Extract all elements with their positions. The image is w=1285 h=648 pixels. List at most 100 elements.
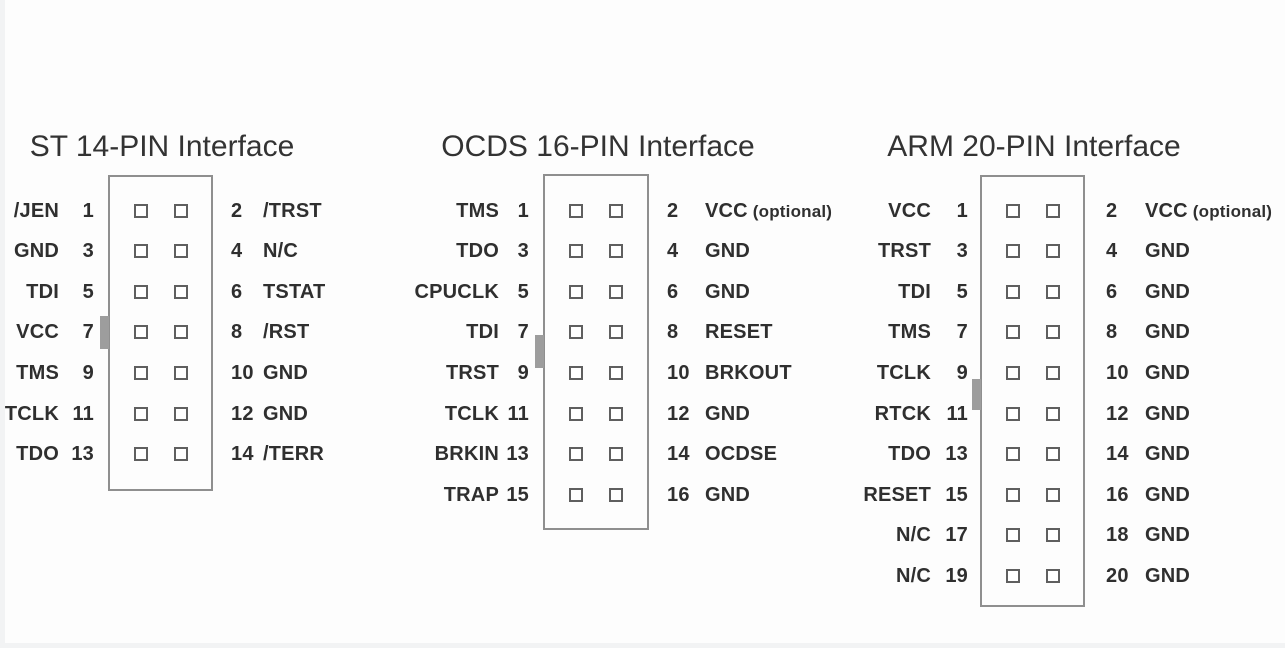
pin-square-right <box>1046 406 1060 421</box>
pin-square-right <box>1046 325 1060 340</box>
pin-row-15-16: TRAP 15 16 GND <box>0 475 1285 515</box>
pin-name-left: N/C <box>895 524 931 547</box>
pin-name-left: TRST <box>877 240 931 263</box>
pin-square-left <box>1006 487 1020 502</box>
pin-number-right: 10 <box>231 361 254 384</box>
pin-name-right: GND <box>705 483 751 506</box>
pin-name-left: BRKIN <box>434 443 499 466</box>
pin-name-left: TCLK <box>876 361 931 384</box>
pin-number-left: 19 <box>945 564 968 587</box>
pin-name-suffix: (optional) <box>1187 201 1273 221</box>
pin-name-left: /JEN <box>13 199 59 222</box>
connector-outline-arm20 <box>971 175 1085 607</box>
pin-name-left: TRAP <box>443 483 499 506</box>
pin-number-right: 10 <box>667 361 690 384</box>
pin-name-left: VCC <box>16 321 59 344</box>
pin-number-left: 9 <box>517 361 529 384</box>
pin-name-left: VCC <box>888 199 931 222</box>
pin-square-right <box>1046 284 1060 299</box>
pin-number-right: 6 <box>667 280 679 303</box>
pin-number-right: 16 <box>667 483 690 506</box>
pin-name-left: TDO <box>456 240 499 263</box>
pin-square-right <box>1046 568 1060 583</box>
pin-name-right: GND <box>705 240 751 263</box>
pin-number-left: 3 <box>517 240 529 263</box>
pin-square-left <box>1006 284 1020 299</box>
pin-square-right <box>174 365 188 380</box>
polarity-notch-icon <box>99 316 109 349</box>
pin-number-right: 8 <box>231 321 243 344</box>
pin-name-left: TMS <box>16 361 59 384</box>
pin-number-right: 2 <box>667 199 679 222</box>
pin-number-left: 17 <box>945 524 968 547</box>
pin-row-7-8: TDI 7 8 RESET <box>0 312 1285 352</box>
pin-number-left: 1 <box>956 199 968 222</box>
pin-square-right <box>609 447 623 462</box>
pin-number-left: 15 <box>506 483 529 506</box>
pin-square-right <box>1046 244 1060 259</box>
pin-name-right: GND <box>1145 483 1191 506</box>
pin-name-right: GND <box>1145 361 1191 384</box>
pin-name-left: TDI <box>466 321 499 344</box>
pin-name-suffix: (optional) <box>747 201 833 221</box>
pin-number-right: 14 <box>231 443 254 466</box>
pin-number-left: 5 <box>956 280 968 303</box>
pin-name-right: BRKOUT <box>705 361 792 384</box>
pin-number-left: 9 <box>956 361 968 384</box>
pin-number-right: 12 <box>1106 402 1129 425</box>
pin-square-right <box>1046 487 1060 502</box>
pin-name-left: TDI <box>898 280 931 303</box>
pin-number-left: 3 <box>956 240 968 263</box>
pin-name-right: GND <box>1145 240 1191 263</box>
pin-number-right: 6 <box>231 280 243 303</box>
pin-row-7-8: TMS 7 8 GND <box>0 312 1285 352</box>
pin-number-left: 1 <box>82 199 94 222</box>
pin-square-right <box>609 244 623 259</box>
pin-square-right <box>609 406 623 421</box>
pin-number-right: 2 <box>231 199 243 222</box>
pin-name-right: GND <box>1145 321 1191 344</box>
pin-name-right: GND <box>263 361 309 384</box>
pin-number-left: 15 <box>945 483 968 506</box>
pin-number-left: 11 <box>72 402 94 425</box>
pin-name-right: RESET <box>705 321 773 344</box>
pin-number-right: 2 <box>1106 199 1118 222</box>
pin-number-right: 20 <box>1106 564 1129 587</box>
pin-square-right <box>174 447 188 462</box>
pin-number-right: 10 <box>1106 361 1129 384</box>
pin-square-right <box>609 284 623 299</box>
pin-square-left <box>569 447 583 462</box>
pin-number-right: 12 <box>231 402 254 425</box>
pin-name-left: GND <box>13 240 59 263</box>
pin-name-right: TSTAT <box>263 280 326 303</box>
pin-square-left <box>1006 325 1020 340</box>
pin-number-right: 12 <box>667 402 690 425</box>
pin-square-left <box>569 406 583 421</box>
pin-square-right <box>174 203 188 218</box>
pin-square-left <box>134 406 148 421</box>
pin-square-left <box>134 244 148 259</box>
pin-square-left <box>1006 203 1020 218</box>
pin-square-right <box>174 244 188 259</box>
pin-number-left: 7 <box>82 321 94 344</box>
pin-square-left <box>134 325 148 340</box>
pin-row-15-16: RESET 15 16 GND <box>0 475 1285 515</box>
pin-name-left: RESET <box>863 483 931 506</box>
connector-outline-ocds16 <box>534 174 649 530</box>
pin-name-left: TMS <box>888 321 931 344</box>
pin-number-left: 13 <box>506 443 529 466</box>
pin-name-left: TDO <box>888 443 931 466</box>
pin-name-right: VCC (optional) <box>1145 199 1273 222</box>
pin-number-right: 8 <box>1106 321 1118 344</box>
pin-number-right: 16 <box>1106 483 1129 506</box>
